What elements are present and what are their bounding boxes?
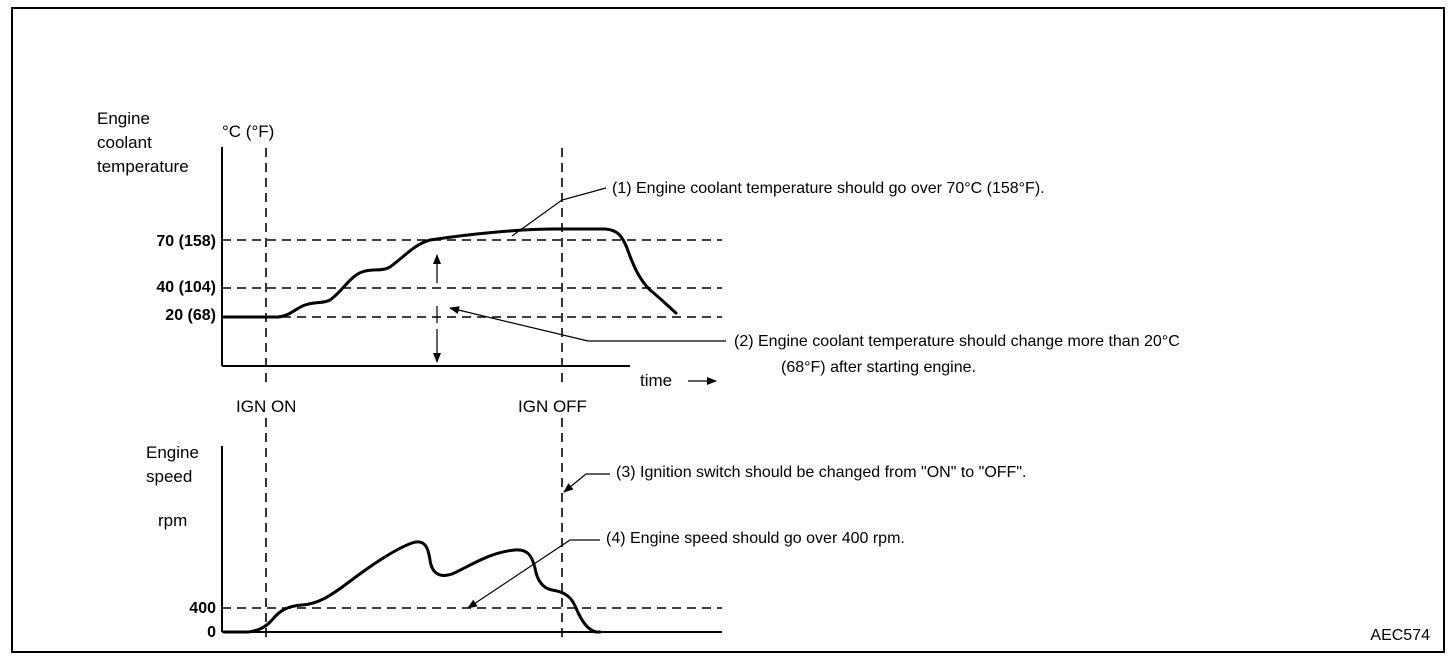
coolant-ylabel-line3: temperature	[97, 157, 189, 176]
callouts: (1) Engine coolant temperature should go…	[449, 180, 1180, 609]
tick-20: 20 (68)	[165, 307, 216, 324]
figure-code: AEC574	[1370, 627, 1430, 644]
note-3: (3) Ignition switch should be changed fr…	[616, 464, 1026, 481]
coolant-unit: °C (°F)	[222, 122, 274, 141]
speed-ylabel-line1: Engine	[146, 443, 199, 462]
coolant-curve	[222, 227, 678, 319]
coolant-chart: Engine coolant temperature °C (°F) 70 (1…	[97, 109, 722, 390]
engine-speed-chart: Engine speed rpm 400 0	[146, 443, 722, 641]
callout-2-leader	[449, 306, 726, 342]
event-markers: IGN ON IGN OFF	[236, 148, 587, 640]
tick-40: 40 (104)	[156, 279, 216, 296]
note-2-line1: (2) Engine coolant temperature should ch…	[734, 333, 1180, 350]
tick-400: 400	[189, 600, 216, 617]
speed-ylabel-line2: speed	[146, 467, 192, 486]
tick-0: 0	[207, 624, 216, 641]
note-1: (1) Engine coolant temperature should go…	[612, 180, 1045, 197]
callout-3-leader	[563, 473, 610, 493]
outer-border	[11, 7, 1445, 653]
ign-on-label: IGN ON	[236, 397, 296, 416]
engine-speed-curve	[222, 540, 602, 634]
note-4: (4) Engine speed should go over 400 rpm.	[606, 530, 905, 547]
note-2-line2: (68°F) after starting engine.	[781, 359, 976, 376]
callout-1-leader	[511, 187, 607, 237]
speed-unit: rpm	[158, 511, 187, 530]
time-label: time	[640, 371, 672, 390]
callout-4-leader	[467, 539, 600, 609]
tick-70: 70 (158)	[156, 233, 216, 250]
ign-off-label: IGN OFF	[518, 397, 587, 416]
coolant-ylabel-line2: coolant	[97, 133, 152, 152]
coolant-ylabel-line1: Engine	[97, 109, 150, 128]
